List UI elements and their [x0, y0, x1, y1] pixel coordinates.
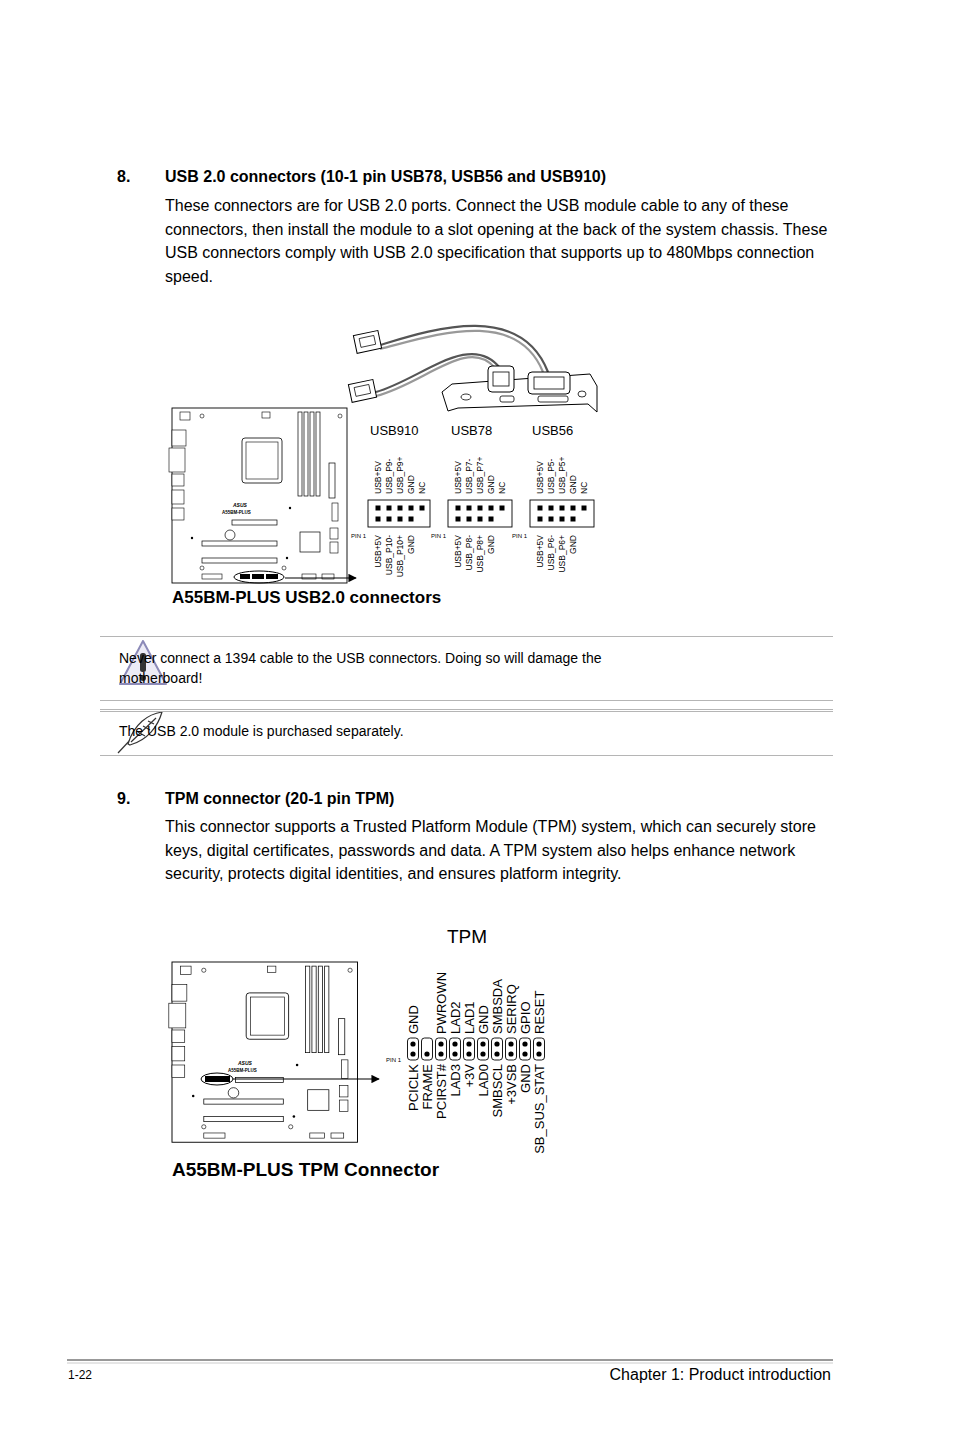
- section-heading: USB 2.0 connectors (10-1 pin USB78, USB5…: [165, 168, 606, 186]
- pin-name: FRAME: [421, 1064, 434, 1110]
- pin-name: GND: [407, 1005, 420, 1034]
- section-heading: TPM connector (20-1 pin TPM): [165, 790, 394, 808]
- tpm-header-highlight: [201, 1073, 379, 1085]
- pin-name: USB_P5-: [547, 459, 556, 494]
- pin-name: USB_P7+: [476, 456, 485, 494]
- tpm-pin-header: [408, 1038, 545, 1060]
- figure-caption: A55BM-PLUS TPM Connector: [172, 1159, 439, 1181]
- footer-rule: [67, 1359, 833, 1361]
- pin-name: USB+5V: [374, 461, 383, 494]
- pin-name: USB_P9+: [396, 456, 405, 494]
- connector-name: TPM: [447, 926, 487, 948]
- usb-module-cable: [348, 326, 597, 412]
- pin-name: SMBSDA: [491, 979, 504, 1034]
- pin-name: LAD1: [463, 1001, 476, 1034]
- pin-name: USB_P10-: [385, 535, 394, 575]
- pin-name: +3V: [463, 1064, 476, 1088]
- pin-name: USB+5V: [454, 461, 463, 494]
- pin-name: RESET: [533, 991, 546, 1034]
- figure-caption: A55BM-PLUS USB2.0 connectors: [172, 588, 441, 608]
- pin-name: USB+5V: [536, 461, 545, 494]
- pin-name: USB_P8+: [476, 535, 485, 573]
- pin-name: USB_P6-: [547, 535, 556, 570]
- pin-name: USB_P9-: [385, 459, 394, 494]
- section-number: 8.: [117, 168, 130, 186]
- pin1-marker: PIN 1: [512, 533, 527, 540]
- pin-name: SB_SUS_STAT: [533, 1064, 546, 1154]
- warning-band: Never connect a 1394 cable to the USB co…: [100, 636, 833, 701]
- page-number: 1-22: [68, 1369, 92, 1383]
- pin-name: LAD2: [449, 1001, 462, 1034]
- pin-name: NC: [418, 482, 427, 494]
- pin-name: GND: [487, 535, 496, 554]
- notice-text: Never connect a 1394 cable to the USB co…: [119, 648, 649, 688]
- pin-name: PCICLK: [407, 1064, 420, 1111]
- pin-name: GND: [477, 1005, 490, 1034]
- pin-name: GND: [487, 475, 496, 494]
- usb-pin-header: [368, 500, 594, 527]
- section-number: 9.: [117, 790, 130, 808]
- pin-name: USB+5V: [374, 535, 383, 568]
- pin-name: GND: [569, 475, 578, 494]
- pin-name: NC: [580, 482, 589, 494]
- note-band: The USB 2.0 module is purchased separate…: [100, 709, 833, 756]
- notice-text: The USB 2.0 module is purchased separate…: [119, 721, 679, 741]
- pin-name: USB_P6+: [558, 535, 567, 573]
- board-model: A55BM-PLUS: [222, 510, 251, 515]
- brand-logo: ASUS: [233, 503, 247, 509]
- pin1-marker: PIN 1: [431, 533, 446, 540]
- pin-name: GND: [407, 535, 416, 554]
- pin-name: USB_P7-: [465, 459, 474, 494]
- pin-name: USB_P8-: [465, 535, 474, 570]
- pin-name: GPIO: [519, 1001, 532, 1034]
- body-text: This connector supports a Trusted Platfo…: [165, 815, 831, 886]
- body-text: These connectors are for USB 2.0 ports. …: [165, 194, 831, 288]
- pin-name: GND: [407, 475, 416, 494]
- pin-name: USB+5V: [536, 535, 545, 568]
- pin-name: GND: [519, 1064, 532, 1093]
- pin1-marker: PIN 1: [386, 1057, 401, 1064]
- pin-name: SMBSCL: [491, 1064, 504, 1117]
- pin-name: USB_P10+: [396, 535, 405, 577]
- pin-name: PWROWN: [435, 972, 448, 1034]
- pin-name: PCIRST#: [435, 1064, 448, 1119]
- motherboard-drawing: [169, 962, 358, 1142]
- board-model: A55BM-PLUS: [228, 1068, 257, 1073]
- pin-name: LAD3: [449, 1064, 462, 1097]
- pin-name: GND: [569, 535, 578, 554]
- connector-name: USB56: [532, 424, 573, 439]
- pin-name: USB+5V: [454, 535, 463, 568]
- pin-name: LAD0: [477, 1064, 490, 1097]
- pin-name: SERIRQ: [505, 984, 518, 1034]
- motherboard-drawing: [169, 408, 347, 583]
- usb-header-highlight: [234, 571, 356, 583]
- connector-name: USB78: [451, 424, 492, 439]
- pin-name: USB_P5+: [558, 456, 567, 494]
- connector-name: USB910: [370, 424, 418, 439]
- footer-rule: [67, 1363, 833, 1364]
- brand-logo: ASUS: [238, 1061, 252, 1067]
- pin-name: +3VSB: [505, 1064, 518, 1105]
- pin-name: NC: [498, 482, 507, 494]
- pin1-marker: PIN 1: [351, 533, 366, 540]
- chapter-footer: Chapter 1: Product introduction: [610, 1366, 831, 1384]
